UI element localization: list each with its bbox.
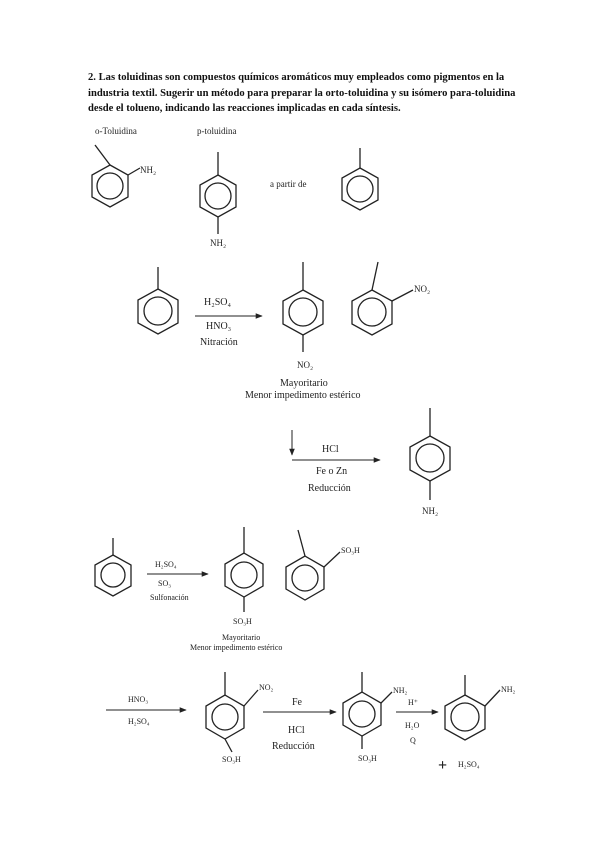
o-toluidine-nh2: NH₂ [140, 165, 156, 175]
reduction-label: Reducción [308, 483, 351, 494]
toluene-start-para [137, 267, 179, 335]
o-nitro-no2: NO₂ [414, 284, 430, 294]
p-toluidine-label: p-toluidina [197, 126, 237, 136]
p-toluidine-product [409, 408, 451, 500]
from-label: a partir de [270, 179, 306, 189]
nitro-sulfonic-toluene [205, 672, 259, 753]
major-label-2: Mayoritario [222, 633, 260, 642]
reduction2-reagent-fe: Fe [292, 697, 303, 708]
toluene-start-ortho [94, 538, 132, 597]
amino-sulfonic-toluene [342, 672, 393, 749]
nitration2-reagent-h2so4: H₂SO₄ [128, 717, 150, 726]
toluene-structure [341, 148, 379, 211]
major-reason-1: Menor impedimento estérico [245, 390, 361, 401]
sulfonation-label: Sulfonación [150, 593, 189, 602]
major-reason-2: Menor impedimento estérico [190, 643, 282, 652]
reduction-reagent-hcl: HCl [322, 444, 339, 455]
amino-sulfonic-so3h: SO₃H [358, 754, 377, 763]
p-toluidine-nh2: NH₂ [210, 238, 226, 248]
byproduct-h2so4: H₂SO₄ [458, 760, 480, 769]
o-toluenesulfonic-acid [285, 529, 341, 601]
nitration-reagent-hno3: HNO₃ [206, 321, 231, 332]
nitro-sulfonic-no2: NO₂ [259, 683, 274, 692]
nitration2-reagent-hno3: HNO₃ [128, 695, 148, 704]
sulfonation-reagent-h2so4: H₂SO₄ [155, 560, 177, 569]
o-nitrotoluene-structure [351, 261, 414, 336]
major-label-1: Mayoritario [280, 378, 328, 389]
p-nitro-no2: NO₂ [297, 360, 313, 370]
p-sulfonic-so3h: SO₃H [233, 617, 252, 626]
question-text: 2. Las toluidinas son compuestos químico… [88, 72, 516, 114]
reduction2-reagent-hcl: HCl [288, 725, 305, 736]
nitration-label: Nitración [200, 337, 238, 348]
o-toluidine-final [444, 675, 501, 741]
desulfonation-reagent-h2o: H₂O [405, 721, 420, 730]
o-toluidine-label: o-Toluidina [95, 126, 137, 136]
plus-sign: + [438, 757, 447, 774]
o-sulfonic-so3h: SO₃H [341, 546, 360, 555]
p-toluidine-structure [199, 152, 237, 234]
p-toluenesulfonic-acid [224, 527, 264, 612]
p-nitrotoluene-structure [282, 262, 324, 352]
o-toluidine-final-nh2: NH₂ [501, 685, 516, 694]
desulfonation-reagent-q: Q [410, 736, 416, 745]
sulfonation-reagent-so3: SO₃ [158, 579, 171, 588]
o-toluidine-structure [91, 144, 141, 208]
nitro-sulfonic-so3h: SO₃H [222, 755, 241, 764]
reduction-reagent-fe-zn: Fe o Zn [316, 466, 347, 477]
nitration-reagent-h2so4: H₂SO₄ [204, 297, 231, 308]
p-toluidine-product-nh2: NH₂ [422, 506, 438, 516]
reduction2-label: Reducción [272, 741, 315, 752]
desulfonation-reagent-h: H⁺ [408, 698, 418, 707]
amino-sulfonic-nh2: NH₂ [393, 686, 408, 695]
